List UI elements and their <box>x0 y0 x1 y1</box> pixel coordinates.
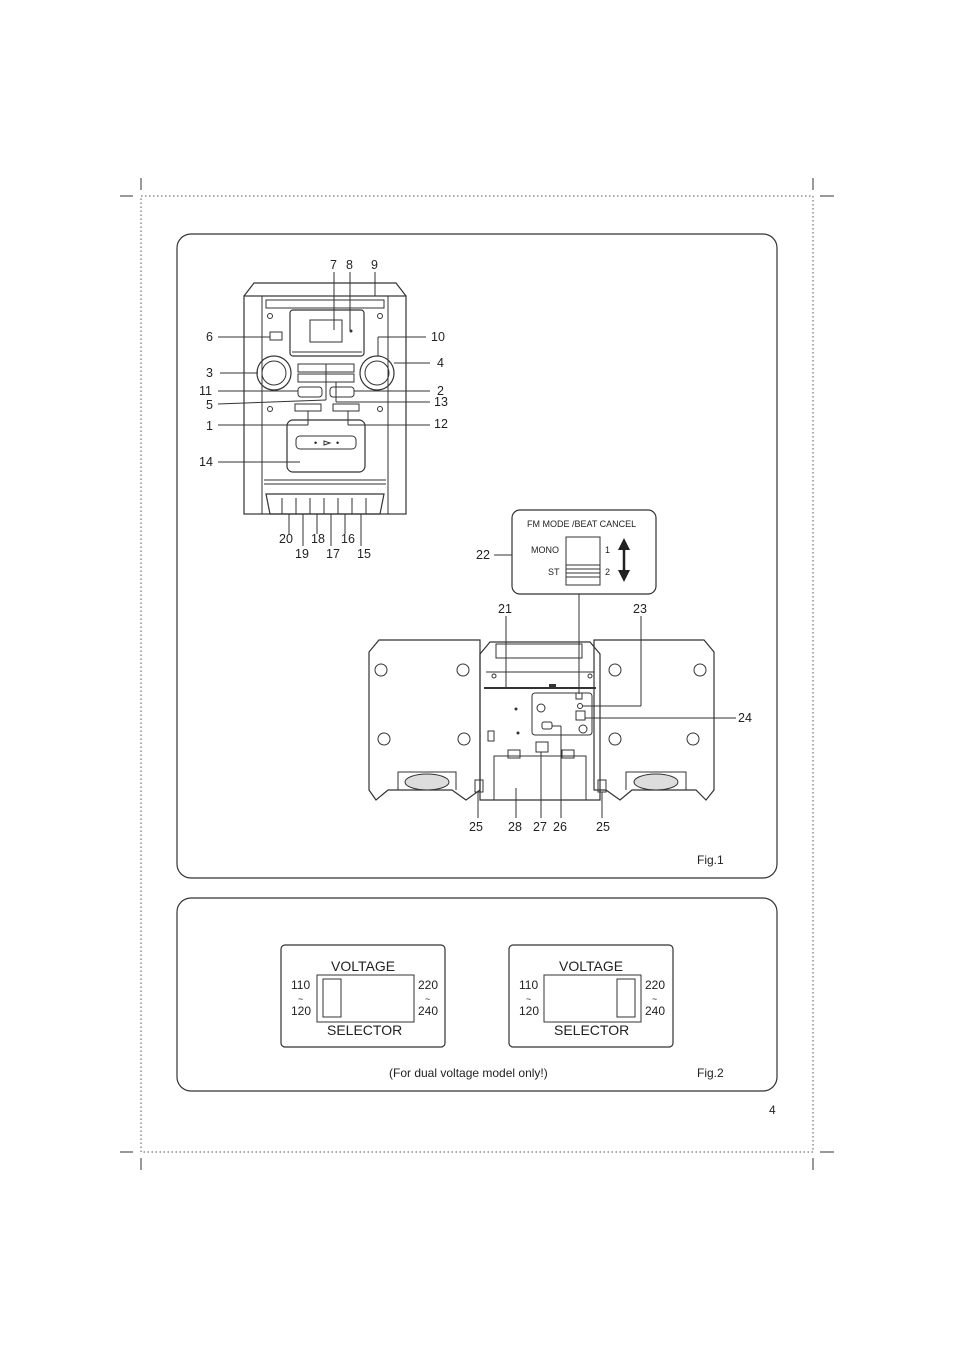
voltage-high-bottom: 240 <box>645 1004 665 1018</box>
page-number: 4 <box>769 1103 776 1117</box>
voltage-low-top: 110 <box>291 978 310 992</box>
callout-2: 2 <box>437 384 444 398</box>
voltage-high-top: 220 <box>418 978 438 992</box>
callout-5: 5 <box>206 398 213 412</box>
front-callouts: 7 8 9 6 10 3 4 11 2 5 13 1 12 14 20 18 1… <box>199 258 448 561</box>
voltage-low-bottom: 120 <box>519 1004 539 1018</box>
selector-label: SELECTOR <box>327 1022 402 1038</box>
double-arrow-icon <box>618 538 630 582</box>
voltage-selector-left: VOLTAGE SELECTOR 110 ~ 120 220 ~ 240 <box>280 944 446 1048</box>
trim-border <box>140 195 814 1153</box>
switch-position-1: 1 <box>605 545 610 555</box>
callout-11: 11 <box>199 384 212 398</box>
callout-4: 4 <box>437 356 444 370</box>
callout-24: 24 <box>738 711 752 725</box>
selector-label: SELECTOR <box>554 1022 629 1038</box>
callout-1: 1 <box>206 419 213 433</box>
callout-3: 3 <box>206 366 213 380</box>
callout-9: 9 <box>371 258 378 272</box>
switch-position-2: 2 <box>605 567 610 577</box>
fig1-caption: Fig.1 <box>697 853 724 867</box>
callout-17: 17 <box>326 547 340 561</box>
crop-marks <box>120 178 834 1170</box>
voltage-high-tilde: ~ <box>425 994 430 1004</box>
switch-title: FM MODE /BEAT CANCEL <box>527 519 636 529</box>
voltage-selector-right: VOLTAGE SELECTOR 110 ~ 120 220 ~ 240 <box>508 944 674 1048</box>
voltage-high-top: 220 <box>645 978 665 992</box>
voltage-low-bottom: 120 <box>291 1004 311 1018</box>
callout-13: 13 <box>434 395 448 409</box>
callout-26: 26 <box>553 820 567 834</box>
callout-12: 12 <box>434 417 448 431</box>
voltage-low-top: 110 <box>519 978 538 992</box>
callout-25-left: 25 <box>469 820 483 834</box>
fig2-panel <box>176 897 778 1092</box>
svg-text:•: • <box>314 438 317 448</box>
fm-mode-switch-inset: FM MODE /BEAT CANCEL MONO ST 1 2 <box>494 509 657 694</box>
voltage-low-tilde: ~ <box>298 994 303 1004</box>
voltage-high-bottom: 240 <box>418 1004 438 1018</box>
callout-25-right: 25 <box>596 820 610 834</box>
callout-27: 27 <box>533 820 547 834</box>
callout-20: 20 <box>279 532 293 546</box>
fig1-panel <box>176 233 778 879</box>
callout-28: 28 <box>508 820 522 834</box>
callout-14: 14 <box>199 455 213 469</box>
switch-mono-label: MONO <box>531 545 559 555</box>
front-unit-drawing: • • <box>217 272 430 546</box>
callout-18: 18 <box>311 532 325 546</box>
callout-23: 23 <box>633 602 647 616</box>
switch-st-label: ST <box>548 567 560 577</box>
callout-21: 21 <box>498 602 512 616</box>
callout-22: 22 <box>476 548 490 562</box>
rear-callouts: 22 21 23 24 25 28 27 26 25 <box>469 548 752 834</box>
callout-8: 8 <box>346 258 353 272</box>
svg-text:•: • <box>336 438 339 448</box>
callout-15: 15 <box>357 547 371 561</box>
selector-title: VOLTAGE <box>559 958 623 974</box>
voltage-high-tilde: ~ <box>652 994 657 1004</box>
callout-16: 16 <box>341 532 355 546</box>
callout-10: 10 <box>431 330 445 344</box>
callout-19: 19 <box>295 547 309 561</box>
selector-title: VOLTAGE <box>331 958 395 974</box>
fig2-caption: Fig.2 <box>697 1066 724 1080</box>
rear-unit-drawing <box>368 616 736 818</box>
voltage-low-tilde: ~ <box>526 994 531 1004</box>
callout-6: 6 <box>206 330 213 344</box>
dual-voltage-note: (For dual voltage model only!) <box>389 1066 548 1080</box>
callout-7: 7 <box>330 258 337 272</box>
